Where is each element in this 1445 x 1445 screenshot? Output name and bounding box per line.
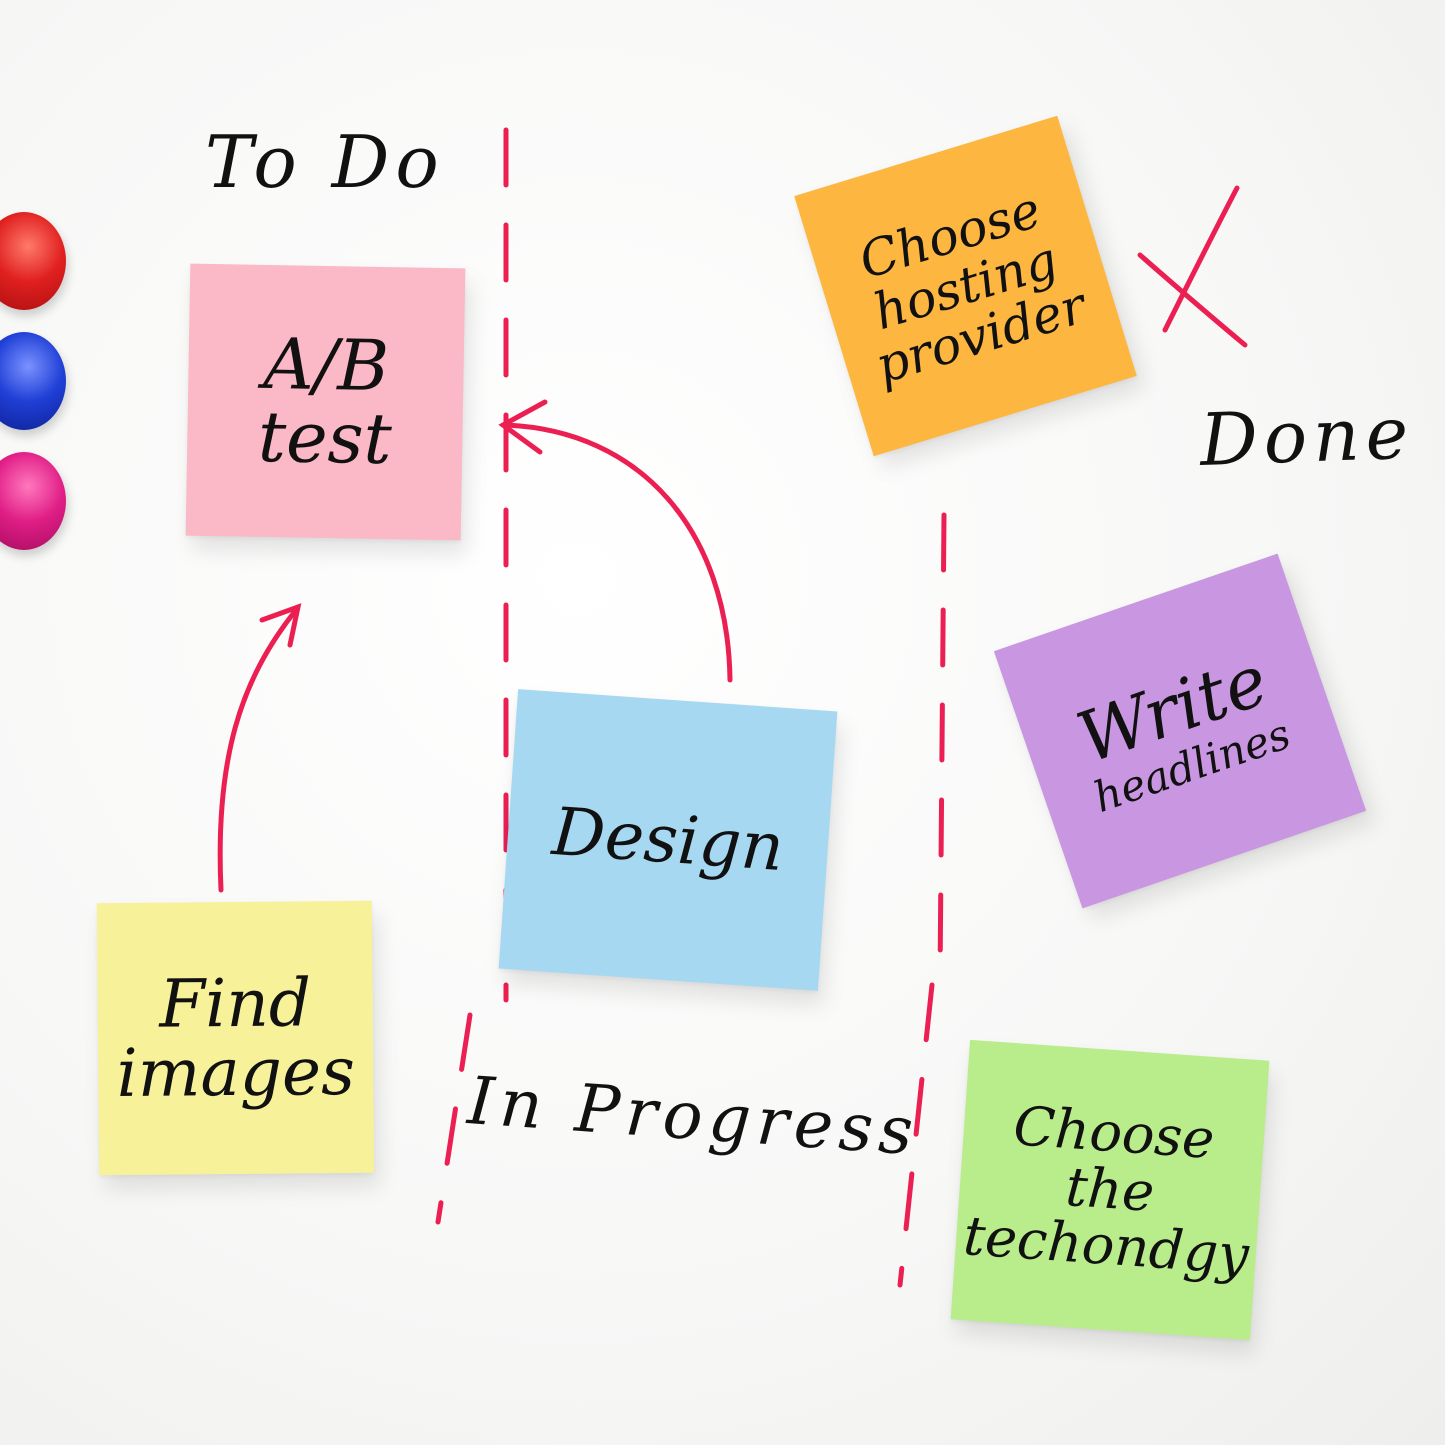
note-text: test [257, 395, 393, 481]
note-text: A/B [262, 322, 390, 407]
done-mark [1137, 185, 1248, 348]
pink-magnet [0, 452, 66, 550]
column-title-todo: To Do [205, 120, 445, 204]
divider-line-1 [435, 127, 509, 1225]
note-text: Find [159, 964, 312, 1043]
red-magnet [0, 212, 66, 310]
column-title-done: Done [1198, 390, 1416, 482]
note-text: Design [549, 793, 787, 887]
arrow-design-to-ab [502, 422, 733, 683]
divider-line-2 [897, 512, 947, 1288]
sticky-note-find-images[interactable]: Find images [96, 900, 375, 1176]
sticky-note-design[interactable]: Design [498, 689, 838, 991]
sticky-note-ab-test[interactable]: A/B test [185, 263, 466, 541]
sticky-note-choose-technology[interactable]: Choose the techondgy [950, 1039, 1270, 1341]
note-text: techondgy [961, 1204, 1251, 1288]
note-text: images [116, 1032, 356, 1113]
blue-magnet [0, 332, 66, 430]
arrow-find-to-ab [217, 607, 299, 893]
